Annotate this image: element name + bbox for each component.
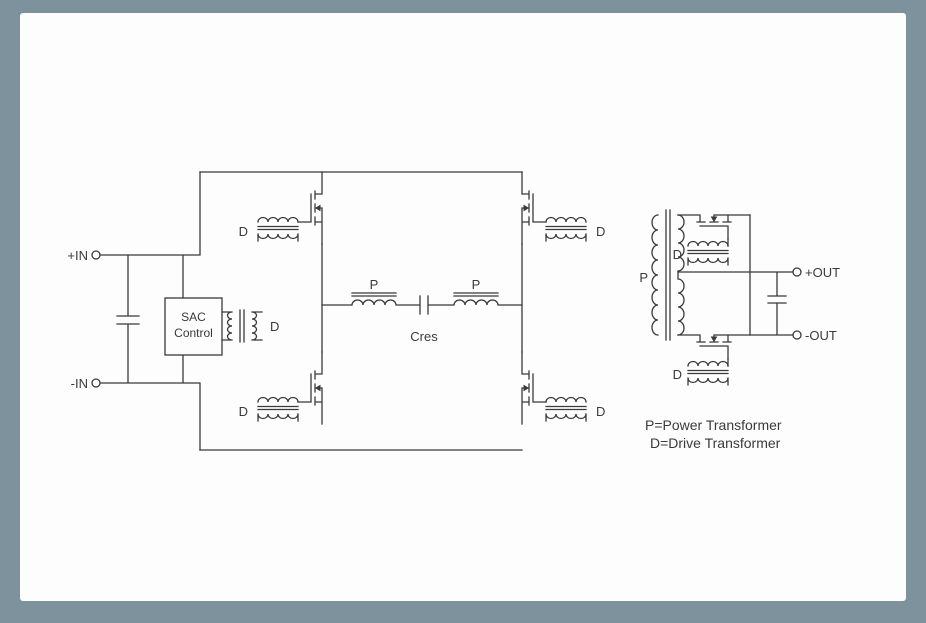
drive-transformer-output-top <box>687 240 729 266</box>
power-transformer-label-right-primary: P <box>472 277 481 292</box>
sac-control-block: SAC Control D <box>164 297 279 356</box>
sac-control-label-line2: Control <box>174 326 213 340</box>
resonant-branch: P P Cres <box>321 277 523 344</box>
drive-transformer-label-sac: D <box>270 319 279 334</box>
label-out-pos: +OUT <box>805 265 840 280</box>
power-transformer-label-secondary: P <box>639 270 648 285</box>
mosfet-sync-rect-bottom <box>677 334 751 360</box>
legend-line-drive-transformer: D=Drive Transformer <box>650 435 781 451</box>
sac-control-box <box>164 297 223 356</box>
resonant-wiring <box>321 292 523 315</box>
drive-transformer-label-top-right: D <box>596 224 605 239</box>
bridge-rails <box>199 171 523 451</box>
drive-transformer-top-left <box>257 216 299 242</box>
drive-transformer-label-output-top: D <box>673 247 682 262</box>
power-transformer-label-left-primary: P <box>370 277 379 292</box>
output-wiring <box>677 214 794 367</box>
label-in-pos: +IN <box>67 248 88 263</box>
input-wiring <box>99 171 201 451</box>
sac-drive-transformer <box>221 309 263 343</box>
mosfet-top-left <box>297 171 323 245</box>
drive-transformer-label-top-left: D <box>239 224 248 239</box>
drive-transformer-label-output-bottom: D <box>673 367 682 382</box>
drive-transformer-bottom-right <box>545 396 587 422</box>
legend: P=Power Transformer D=Drive Transformer <box>645 417 782 451</box>
power-transformer-secondary <box>651 209 685 341</box>
legend-line-power-transformer: P=Power Transformer <box>645 417 782 433</box>
terminal-out-neg <box>792 330 802 340</box>
input-section: +IN -IN <box>67 171 201 451</box>
label-out-neg: -OUT <box>805 328 837 343</box>
resonant-capacitor-label: Cres <box>410 329 438 344</box>
drive-transformer-label-bottom-right: D <box>596 404 605 419</box>
drive-transformer-bottom-left <box>257 396 299 422</box>
mosfet-sync-rect-top <box>677 214 751 240</box>
drive-transformer-top-right <box>545 216 587 242</box>
mosfet-bottom-right <box>521 351 547 425</box>
output-section: P D D +OUT -OUT <box>639 209 840 386</box>
full-bridge: D D D D <box>199 171 605 451</box>
mosfet-bottom-left <box>297 351 323 425</box>
mosfet-top-right <box>521 171 547 245</box>
drive-transformer-label-bottom-left: D <box>239 404 248 419</box>
terminal-out-pos <box>792 267 802 277</box>
sac-control-label-line1: SAC <box>181 310 206 324</box>
terminal-in-neg <box>91 378 101 388</box>
terminal-in-pos <box>91 250 101 260</box>
drive-transformer-output-bottom <box>687 360 729 386</box>
label-in-neg: -IN <box>71 376 88 391</box>
